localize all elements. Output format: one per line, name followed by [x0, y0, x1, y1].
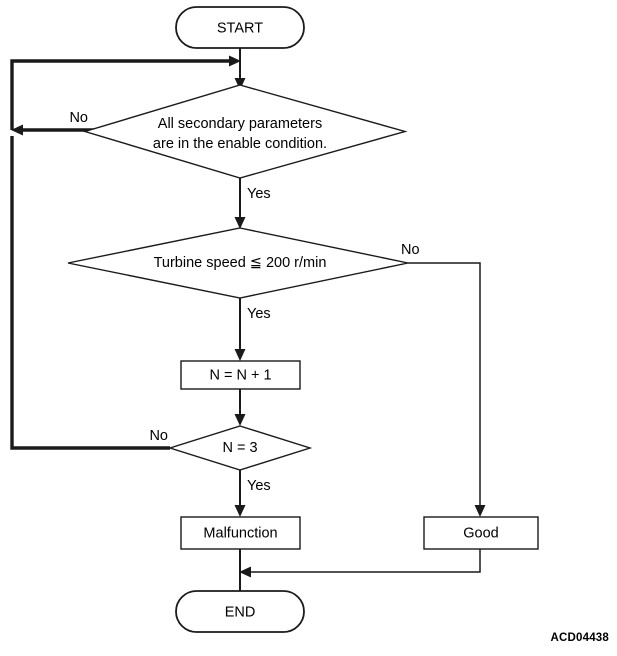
- branch-label-count-no: No: [149, 428, 168, 444]
- connector-feedback-loop-rail: [10, 59, 234, 130]
- branch-label-turbine-yes: Yes: [247, 306, 271, 322]
- arrowhead-into-turbine: [234, 217, 246, 229]
- branch-label-secondary-yes: Yes: [247, 186, 271, 202]
- node-result-malfunction[interactable]: [180, 516, 301, 550]
- branch-label-turbine-no: No: [401, 242, 420, 258]
- node-decision-secondary-label-line1: All secondary parameters: [158, 116, 322, 132]
- arrowhead-good-merge: [239, 566, 251, 578]
- node-result-malfunction-label: Malfunction: [203, 525, 277, 541]
- branch-label-count-yes: Yes: [247, 478, 271, 494]
- node-result-good[interactable]: [423, 516, 539, 550]
- node-decision-count-label: N = 3: [222, 440, 257, 456]
- connector-good-to-end: [247, 549, 481, 573]
- node-decision-secondary-label-line2: are in the enable condition.: [153, 136, 327, 152]
- arrowhead-feedback-rejoin: [229, 55, 241, 67]
- arrowhead-into-malfunction: [234, 505, 246, 517]
- connector-count-no: [10, 136, 170, 450]
- node-decision-turbine[interactable]: [67, 227, 409, 299]
- node-start[interactable]: [175, 6, 305, 49]
- node-decision-secondary[interactable]: [82, 84, 408, 179]
- branch-label-secondary-no: No: [69, 110, 88, 126]
- figure-code-label: ACD04438: [551, 632, 610, 644]
- connector-turbine-no: [408, 262, 481, 510]
- node-end-label: END: [225, 604, 256, 620]
- node-process-counter[interactable]: [180, 360, 301, 390]
- node-decision-turbine-label: Turbine speed ≦ 200 r/min: [154, 255, 327, 271]
- arrowhead-into-secondary: [234, 78, 246, 90]
- node-end[interactable]: [175, 590, 305, 633]
- arrowhead-secondary-no: [11, 124, 23, 136]
- node-process-counter-label: N = N + 1: [209, 367, 271, 383]
- node-decision-count[interactable]: [167, 425, 313, 471]
- node-start-label: START: [217, 20, 263, 36]
- node-result-good-label: Good: [463, 525, 498, 541]
- arrowhead-into-good: [474, 505, 486, 517]
- arrowhead-into-count: [234, 414, 246, 426]
- arrowhead-into-counter: [234, 349, 246, 361]
